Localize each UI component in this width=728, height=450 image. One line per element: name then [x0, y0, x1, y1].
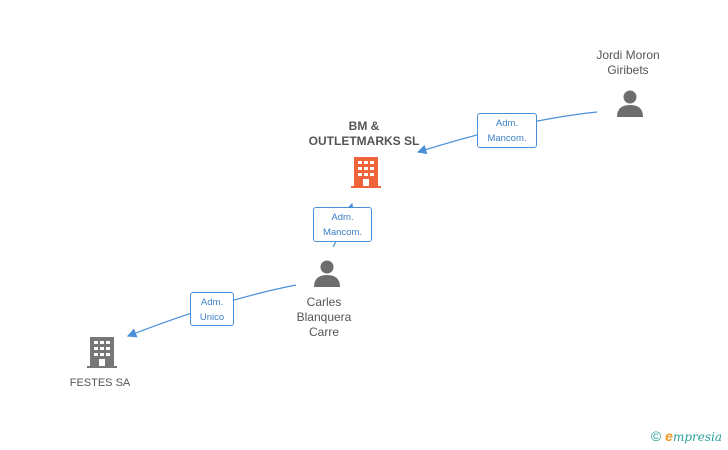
- brand-logo-e: e: [665, 428, 673, 444]
- node-label-carles-line3: Carre: [308, 325, 339, 339]
- node-label-carles: Carles Blanquera Carre: [276, 295, 372, 340]
- node-label-jordi-line2: Giribets: [607, 63, 649, 77]
- brand-logo-rest: mpresia: [672, 430, 722, 444]
- node-label-carles-line2: Blanquera: [296, 310, 352, 324]
- node-label-jordi-line1: Jordi Moron: [596, 48, 660, 62]
- edge-badge-carles-festes[interactable]: Adm. Unico: [190, 292, 234, 326]
- edge-badge-line: Adm.: [200, 297, 224, 308]
- building-icon[interactable]: [350, 155, 382, 189]
- edge-badge-line: Mancom.: [322, 227, 363, 238]
- edge-badge-line: Unico: [199, 312, 225, 323]
- node-label-bm-line2: OUTLETMARKS SL: [308, 134, 420, 148]
- building-icon[interactable]: [86, 335, 118, 369]
- edge-badge-line: Mancom.: [487, 133, 527, 144]
- edge-badge-carles-bm[interactable]: Adm. Mancom.: [313, 207, 372, 242]
- person-icon[interactable]: [312, 258, 342, 288]
- node-label-festes: FESTES SA: [50, 376, 150, 391]
- node-label-bm-line1: BM &: [348, 119, 380, 133]
- node-label-jordi: Jordi Moron Giribets: [580, 48, 676, 78]
- edge-badge-jordi-bm[interactable]: Adm. Mancom.: [477, 113, 537, 148]
- brand-watermark: © empresia: [651, 428, 722, 444]
- brand-logo: empresia: [665, 428, 722, 444]
- copyright-icon: ©: [650, 428, 662, 444]
- person-icon[interactable]: [615, 88, 645, 118]
- node-label-carles-line1: Carles: [306, 295, 342, 309]
- node-label-bm: BM & OUTLETMARKS SL: [300, 119, 428, 149]
- node-label-festes-line1: FESTES SA: [69, 377, 131, 389]
- edge-badge-line: Adm.: [495, 118, 519, 129]
- edge-badge-line: Adm.: [331, 212, 354, 223]
